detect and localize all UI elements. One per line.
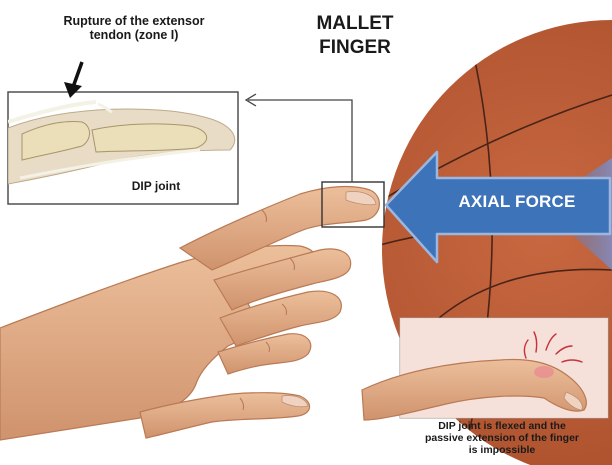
flexed-finger-caption: DIP joint is flexed and the passive exte… [396,421,608,457]
diagram-title: MALLET FINGER [290,12,420,60]
connector-arrow-icon [246,94,352,182]
axial-force-label: AXIAL FORCE [432,192,602,211]
distal-phalanx [92,124,207,152]
dip-joint-label: DIP joint [96,180,216,193]
inflamed-joint [534,366,554,378]
rupture-label: Rupture of the extensor tendon (zone I) [18,14,250,42]
